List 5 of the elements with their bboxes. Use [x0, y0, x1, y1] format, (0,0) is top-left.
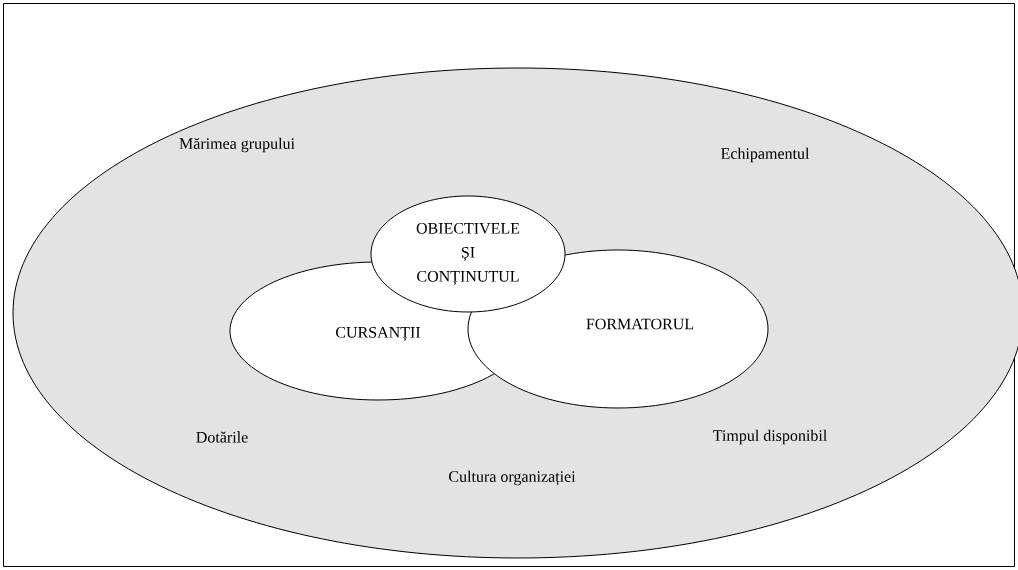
factor-label: Cultura organizației: [449, 470, 576, 486]
factor-label: Timpul disponibil: [713, 429, 827, 445]
factor-label: Dotările: [196, 431, 248, 443]
factor-label: Echipamentul: [721, 147, 810, 163]
factor-label: Mărimea grupului: [179, 137, 295, 153]
